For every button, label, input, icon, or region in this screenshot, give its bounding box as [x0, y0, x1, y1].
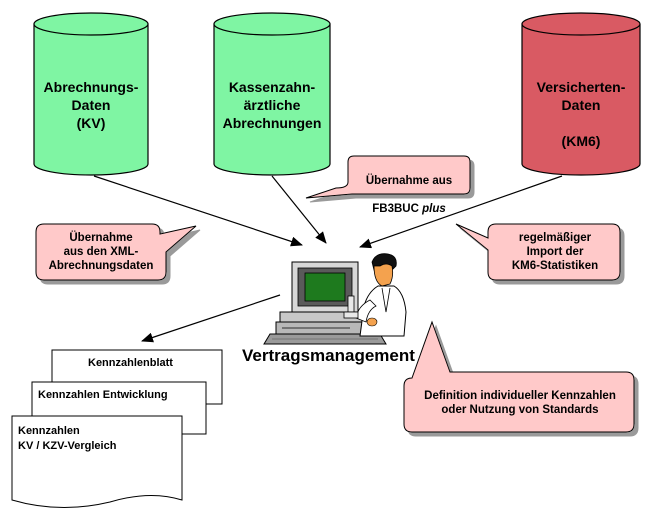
callout-definition-text: Definition individueller Kennzahlen oder… — [424, 390, 616, 416]
callout-definition — [403, 320, 635, 433]
document-kennzahlenblatt-page — [51, 349, 223, 405]
arrow-km6-to-center — [359, 175, 563, 249]
callout-xml-text: Übernahme aus den XML- Abrechnungsdaten — [48, 232, 154, 272]
computer-workstation-icon — [263, 261, 387, 345]
database-cylinder-kzv — [213, 12, 331, 176]
arrow-kv-to-center — [93, 175, 303, 247]
document-kennzahlenblatt-title: Kennzahlenblatt — [88, 357, 173, 369]
callout-fb3buc-text: Übernahme aus FB3BUC plus — [365, 175, 453, 215]
callout-fb3buc — [305, 155, 471, 199]
callout-fb3buc-emphasis: plus — [422, 203, 446, 215]
database-label-km6: Versicherten- Daten (KM6) — [536, 79, 626, 149]
arrow-center-to-documents — [141, 294, 281, 343]
callout-km6 — [455, 223, 621, 281]
database-label-kzv: Kassenzahn- ärztliche Abrechnungen — [222, 79, 322, 131]
scientist-person-icon — [343, 253, 407, 337]
callout-xml — [35, 223, 197, 281]
document-vergleich-page — [11, 415, 183, 509]
database-label-kv: Abrechnungs- Daten (KV) — [43, 79, 139, 131]
main-label-vertragsmanagement: Vertragsmanagement — [242, 346, 415, 365]
callout-km6-text: regelmäßiger Import der KM6-Statistiken — [511, 232, 599, 272]
database-cylinder-km6 — [521, 12, 641, 176]
document-entwicklung-title: Kennzahlen Entwicklung — [38, 389, 168, 401]
arrow-kzv-to-center — [271, 175, 327, 244]
document-vergleich-title: Kennzahlen KV / KZV-Vergleich — [18, 425, 117, 452]
database-cylinder-kv — [33, 12, 149, 176]
